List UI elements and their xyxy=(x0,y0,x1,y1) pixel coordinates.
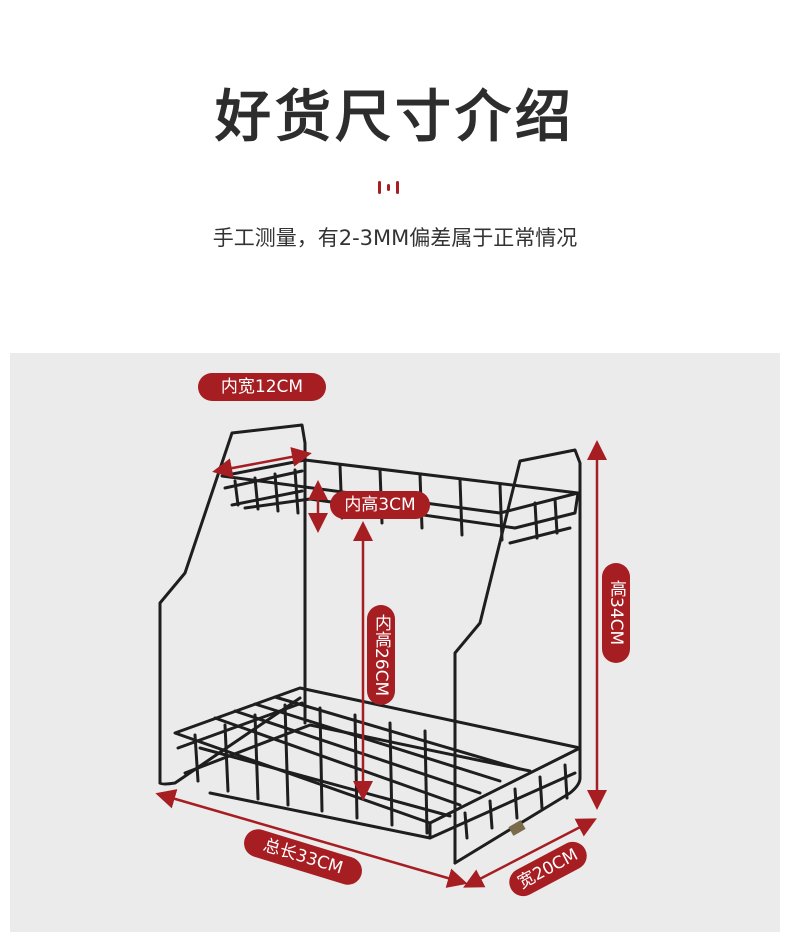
product-photo: 内宽12CM 内高3CM 内高26CM 高34CM 总长33CM 宽20CM xyxy=(10,353,780,932)
page-title: 好货尺寸介绍 xyxy=(215,85,575,150)
inner-height-top-label: 内高3CM xyxy=(330,491,430,519)
measurement-note: 手工测量，有2-3MM偏差属于正常情况 xyxy=(212,226,578,250)
inner-height-main-label: 内高26CM xyxy=(367,605,395,705)
rack-illustration xyxy=(155,423,607,888)
inner-width-label: 内宽12CM xyxy=(198,373,326,401)
total-height-label: 高34CM xyxy=(602,563,630,663)
title-divider-icon xyxy=(378,181,399,194)
